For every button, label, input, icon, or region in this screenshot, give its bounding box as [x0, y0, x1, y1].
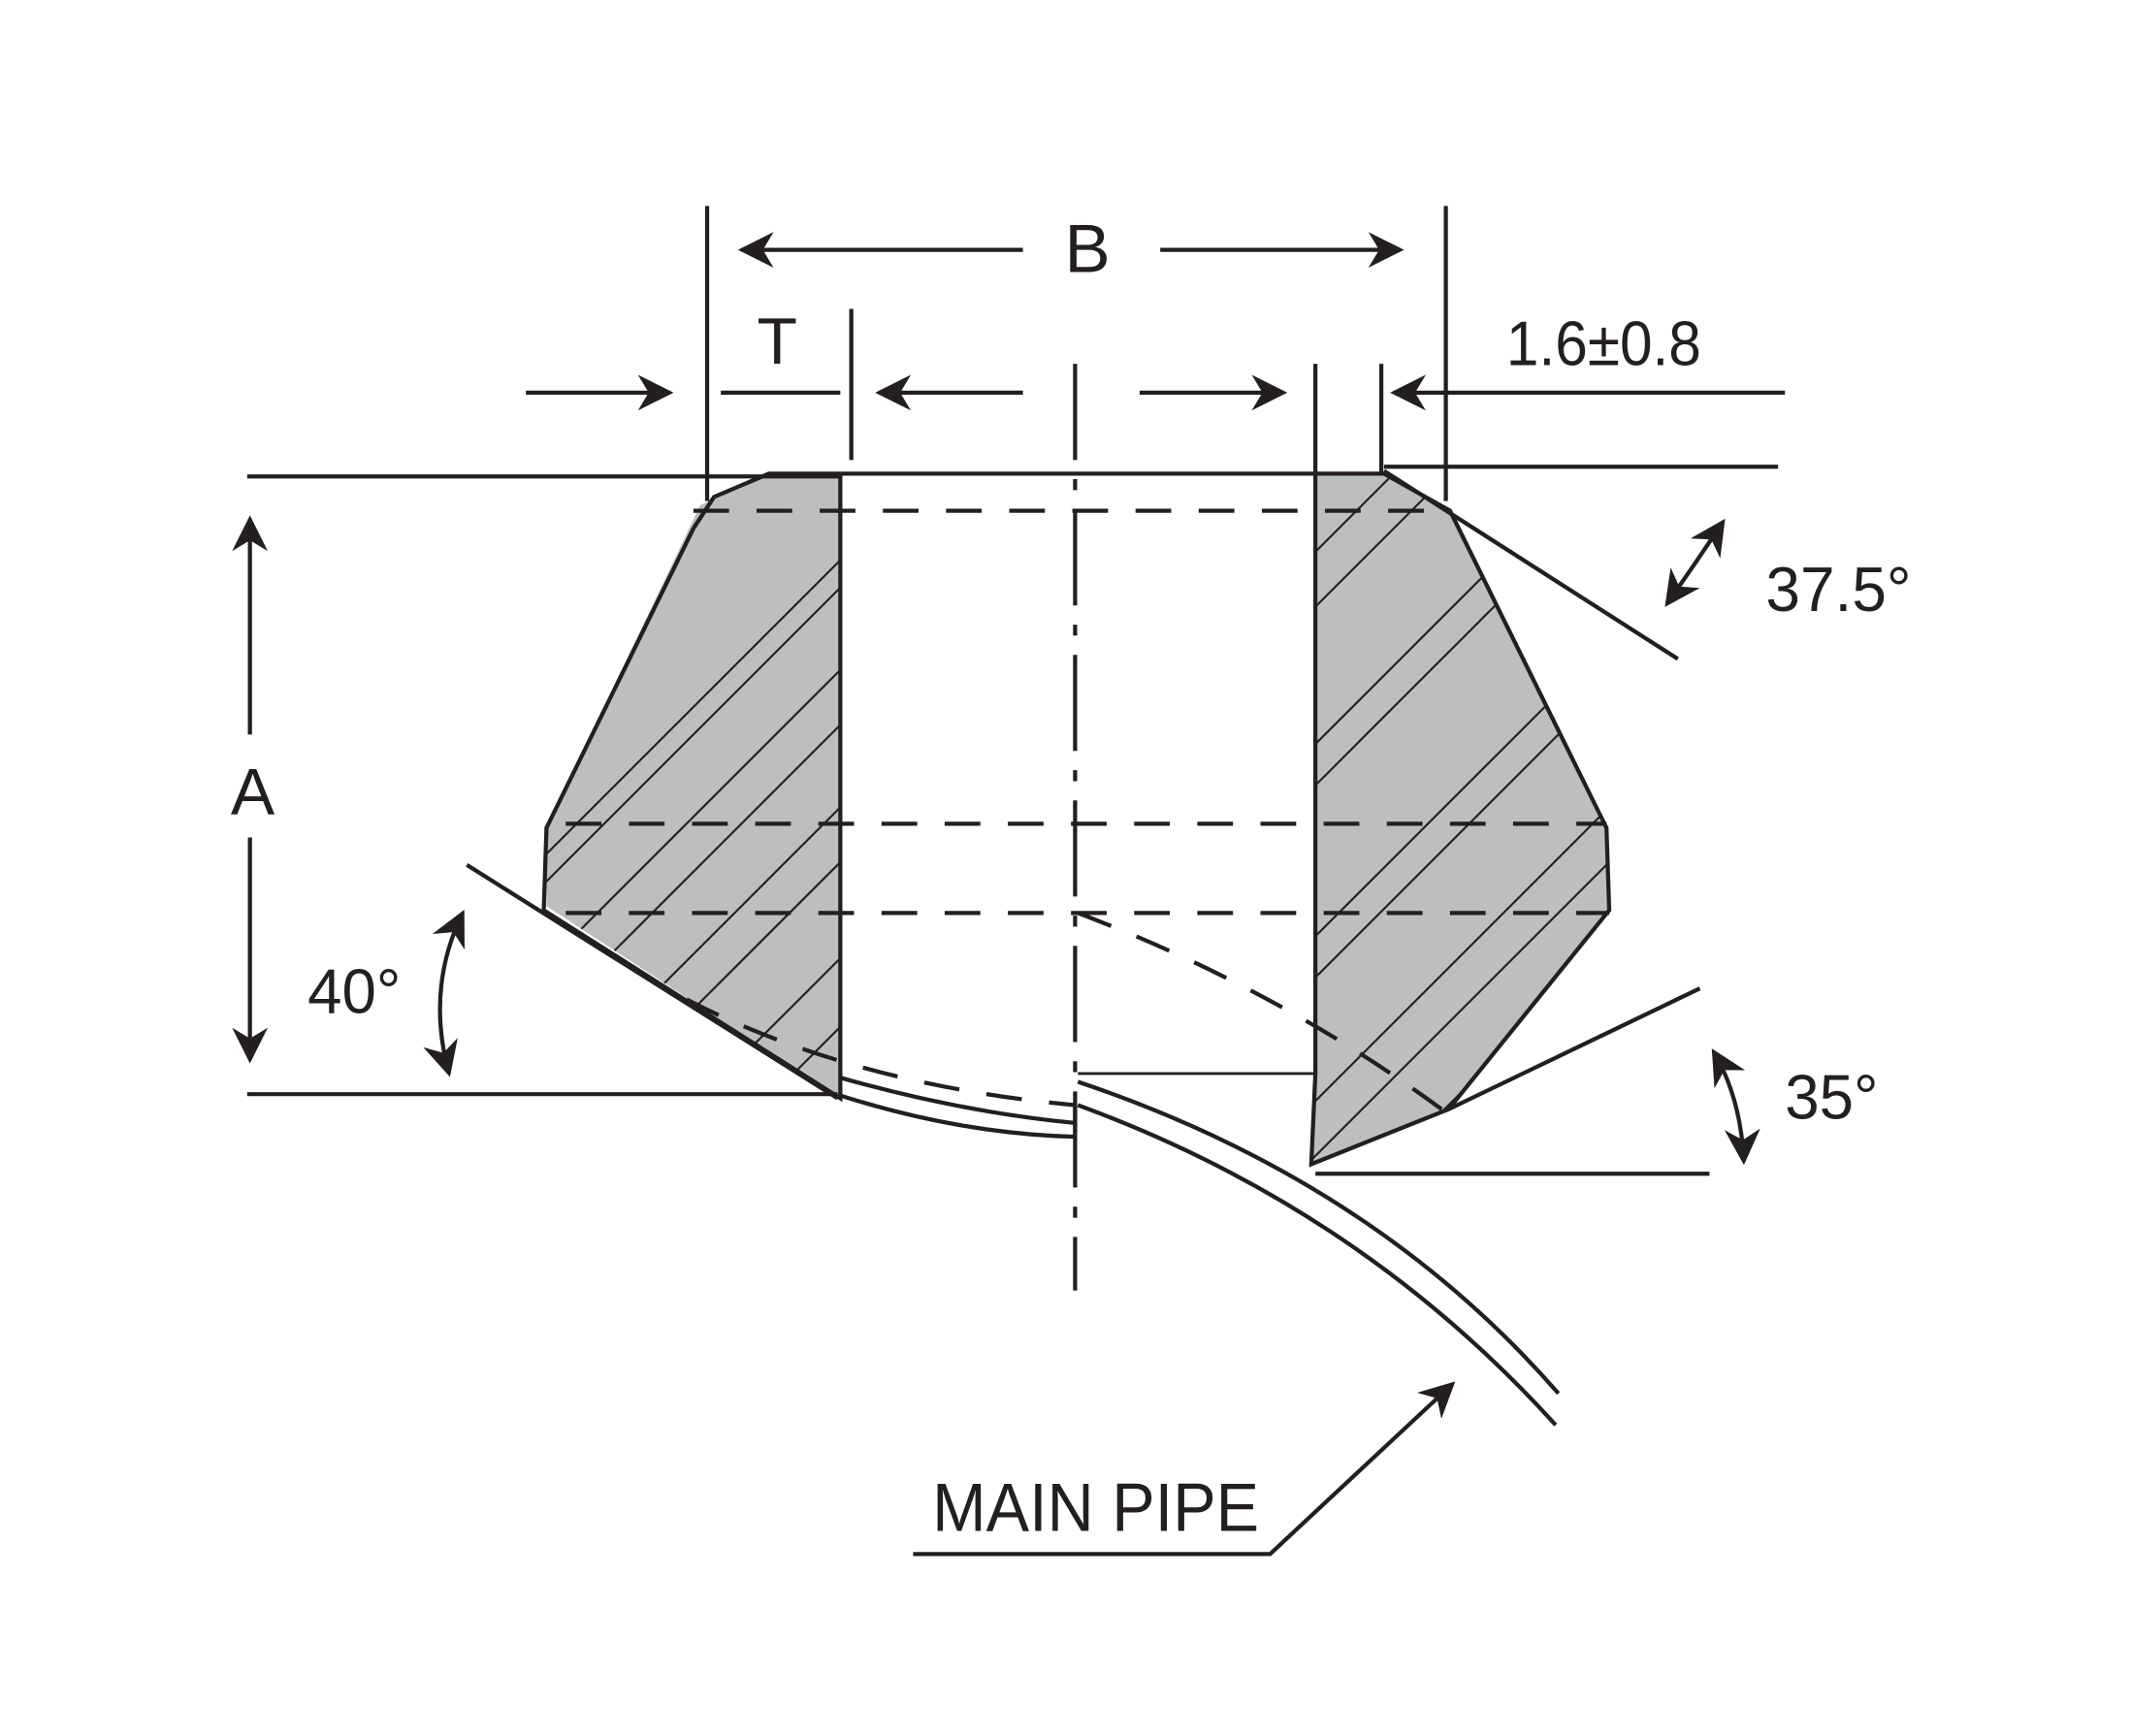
label-angle-35: 35° [1785, 1062, 1878, 1133]
angle-40: 40° [307, 910, 466, 1077]
main-pipe-callout: MAIN PIPE [913, 1381, 1456, 1557]
dimension-b: B [704, 206, 1448, 501]
reference-lines [246, 465, 1779, 1176]
dimension-a: A [231, 515, 275, 1064]
label-b: B [1065, 209, 1111, 286]
label-angle-40: 40° [307, 956, 401, 1027]
right-wall-section [1308, 471, 1612, 1168]
main-pipe-wall [839, 1076, 1561, 1427]
dimension-root-gap: 1.6±0.8 [1139, 308, 1786, 474]
label-angle-37-5: 37.5° [1765, 554, 1911, 625]
angle-construction-lines [466, 468, 1701, 1111]
angle-37-5: 37.5° [1664, 518, 1911, 625]
hidden-lines [565, 508, 1610, 1111]
label-a: A [231, 755, 275, 828]
dimension-t: T [526, 305, 1023, 461]
label-main-pipe: MAIN PIPE [932, 1468, 1259, 1545]
angle-35: 35° [1711, 1048, 1879, 1166]
label-root-gap: 1.6±0.8 [1506, 308, 1701, 379]
label-t: T [757, 305, 797, 378]
